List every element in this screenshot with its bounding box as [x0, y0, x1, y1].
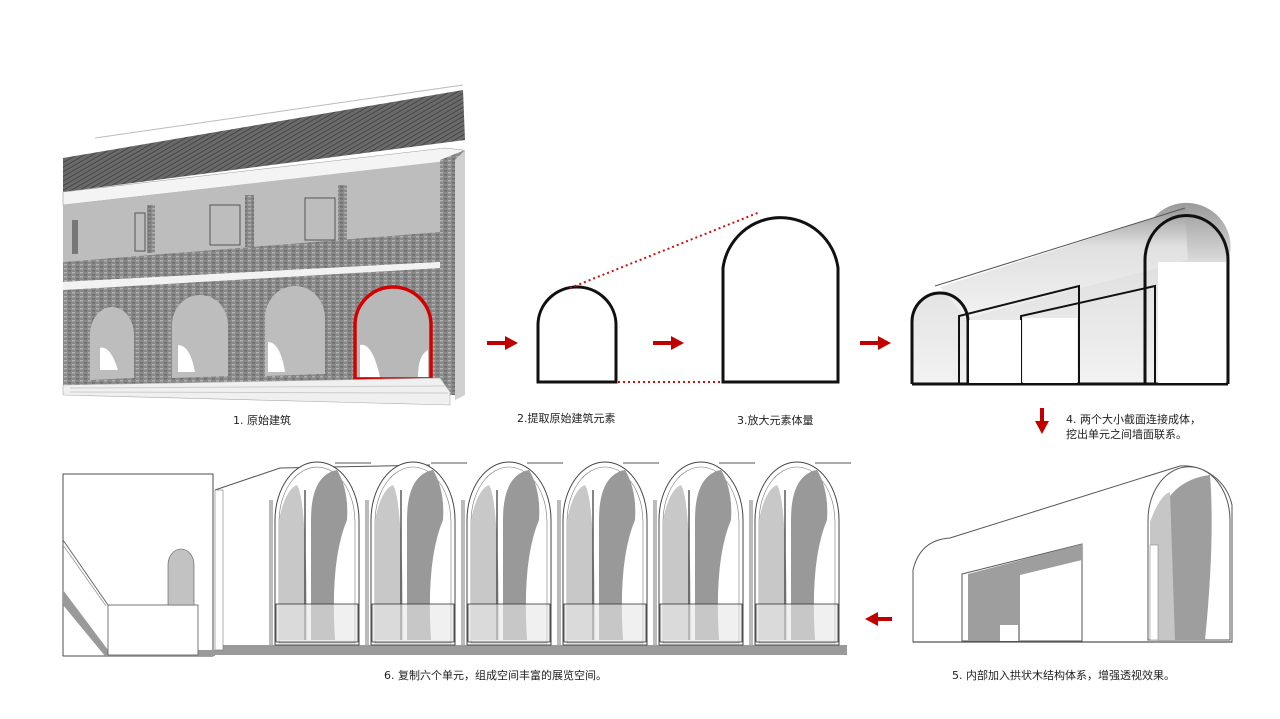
- step6-label: 6. 复制六个单元，组成空间丰富的展览空间。: [384, 669, 607, 682]
- step5-label: 5. 内部加入拱状木结构体系，增强透视效果。: [952, 669, 1175, 682]
- small-arch-outline: [536, 285, 618, 384]
- step3-label: 3.放大元素体量: [737, 414, 814, 427]
- exhibition-unit: [749, 461, 851, 646]
- roof: [63, 90, 465, 192]
- arrow-down-icon: [1035, 408, 1049, 434]
- step2-label: 2.提取原始建筑元素: [517, 412, 616, 425]
- exhibition-unit: [365, 461, 467, 646]
- arrow-right-icon: [653, 336, 684, 350]
- arrow-right-icon: [860, 336, 891, 350]
- step1-label: 1. 原始建筑: [233, 414, 291, 427]
- arrow-left-icon: [865, 612, 892, 626]
- exhibition-unit: [269, 461, 371, 646]
- large-arch-outline: [721, 216, 840, 384]
- exhibition-unit: [461, 461, 563, 646]
- scale-guide-top: [569, 211, 761, 289]
- highlighted-arch: [353, 285, 433, 381]
- step4-label-line1: 4. 两个大小截面连接成体，: [1066, 413, 1201, 426]
- exhibition-unit: [557, 461, 659, 646]
- exhibition-unit: [653, 461, 755, 646]
- step4-label-line2: 挖出单元之间墙面联系。: [1066, 428, 1187, 441]
- arrow-right-icon: [487, 336, 518, 350]
